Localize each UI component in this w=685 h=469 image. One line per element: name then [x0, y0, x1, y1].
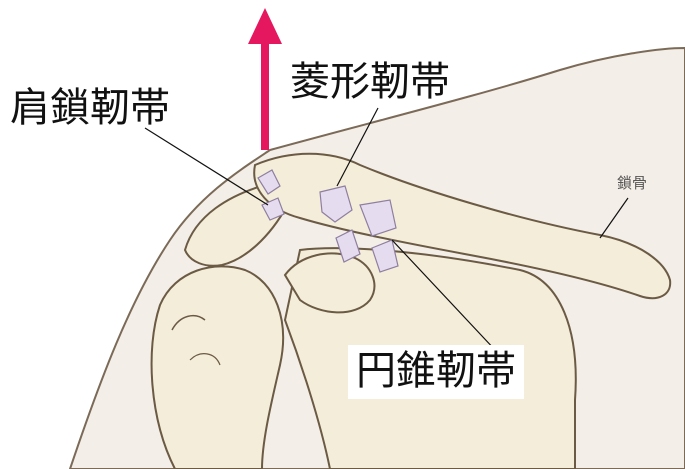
label-acromioclavicular-ligament: 肩鎖靭帯: [10, 85, 170, 131]
clavicle: [253, 152, 672, 300]
leader-lines: [144, 107, 629, 353]
humeral-head: [150, 265, 285, 469]
label-trapezoid-ligament: 菱形靭帯: [290, 59, 450, 105]
upward-arrow-icon: [248, 8, 282, 150]
label-conoid-ligament: 円錐靭帯: [348, 345, 524, 399]
acromioclavicular-ligament: [257, 169, 285, 221]
coracoclavicular-ligament: [319, 185, 399, 273]
label-clavicle: 鎖骨: [617, 174, 648, 192]
coracoid-process: [283, 252, 376, 314]
